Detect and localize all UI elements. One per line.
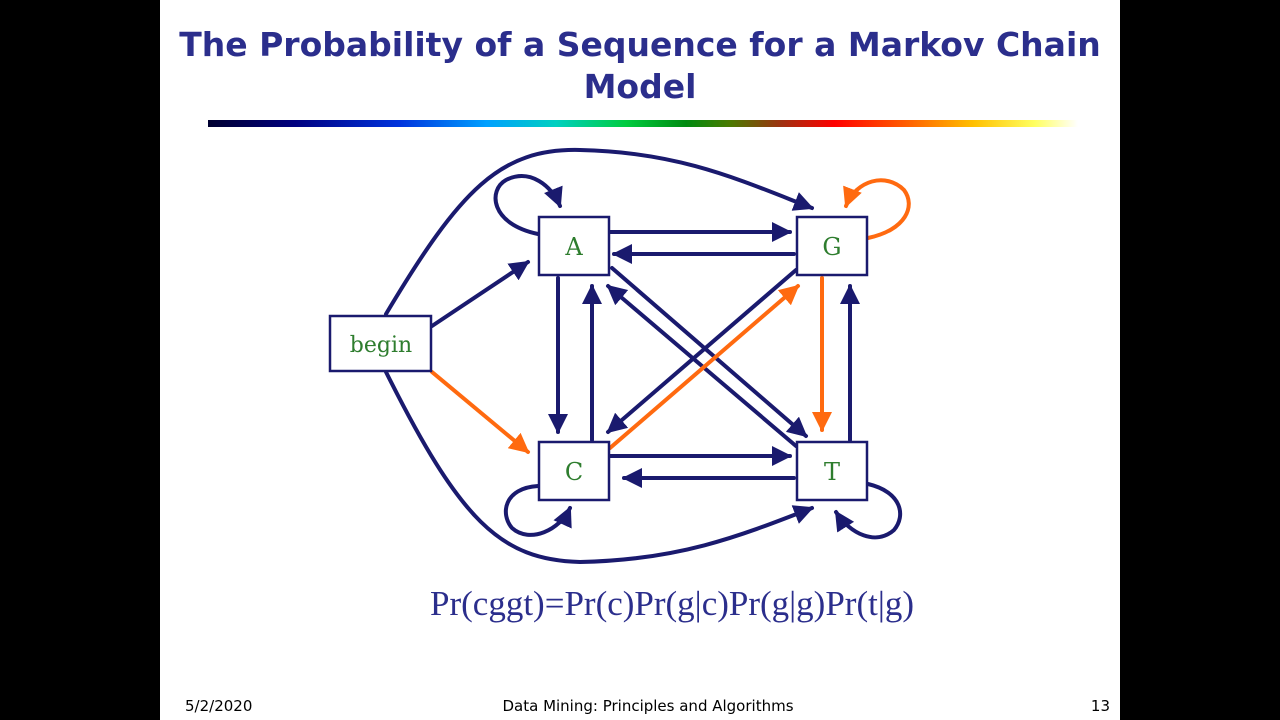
self-loop-t: [834, 482, 903, 540]
probability-formula: Pr(cggt)=Pr(c)Pr(g|c)Pr(g|g)Pr(t|g): [430, 584, 914, 623]
footer-date: 5/2/2020: [185, 697, 253, 715]
node-begin-label: begin: [350, 333, 412, 358]
edge-g-c: [606, 268, 798, 434]
node-t: [795, 440, 869, 502]
self-loop-c: [503, 484, 572, 537]
node-c-label: C: [565, 458, 583, 486]
markov-chain-diagram: begin A G C T: [328, 147, 911, 565]
footer-title: Data Mining: Principles and Algorithms: [502, 697, 794, 715]
edge-t-a: [606, 284, 798, 448]
edge-a-t: [610, 266, 808, 438]
node-g-label: G: [822, 233, 841, 261]
edge-begin-t: [384, 370, 814, 565]
node-c: [537, 440, 611, 502]
node-g: [795, 215, 869, 277]
footer-page-number: 13: [1090, 697, 1110, 715]
node-t-label: T: [824, 458, 840, 486]
node-begin: [328, 314, 433, 373]
self-loop-g-highlight: [843, 178, 911, 240]
node-a: [537, 215, 611, 277]
edge-c-g-highlight: [608, 284, 800, 450]
edge-begin-c-highlight: [430, 370, 530, 454]
slide-title: The Probability of a Sequence for a Mark…: [160, 24, 1120, 108]
slide-title-line-2: Model: [583, 67, 697, 106]
slide-title-line-1: The Probability of a Sequence for a Mark…: [179, 25, 1101, 64]
edge-begin-a: [430, 260, 530, 328]
node-a-label: A: [564, 233, 583, 261]
slide: The Probability of a Sequence for a Mark…: [160, 0, 1120, 720]
rainbow-divider: [208, 120, 1078, 127]
edge-begin-g: [384, 147, 814, 316]
self-loop-a: [493, 174, 563, 236]
